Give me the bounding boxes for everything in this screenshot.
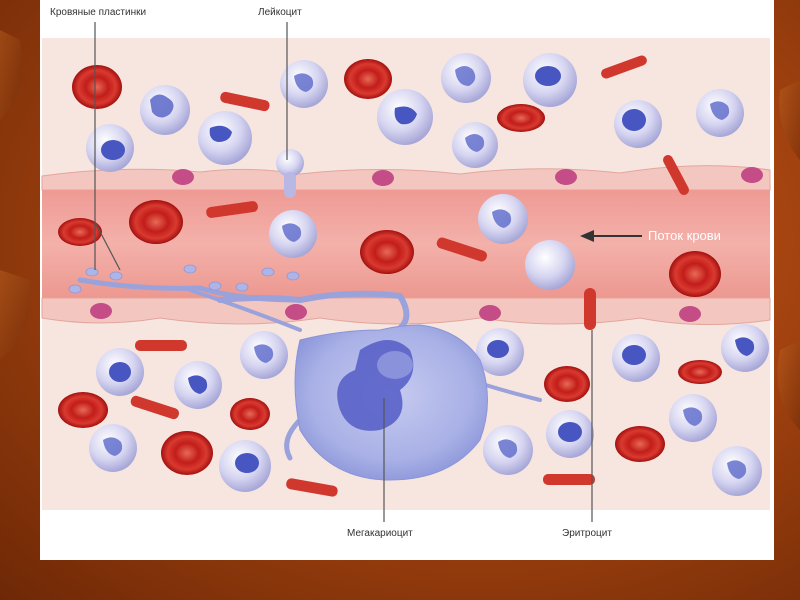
leukocyte	[612, 334, 660, 382]
erythrocyte	[230, 398, 270, 430]
leukocyte	[280, 60, 328, 108]
erythrocyte	[615, 426, 665, 462]
erythrocyte	[344, 59, 392, 99]
leukocyte	[198, 111, 252, 165]
leukocyte	[525, 240, 575, 290]
erythrocyte-side-views	[130, 55, 689, 497]
leukocyte	[614, 100, 662, 148]
leukocyte	[140, 85, 190, 135]
leukocyte-label: Лейкоцит	[258, 7, 302, 18]
blood-flow-label: Поток крови	[648, 228, 721, 243]
leukocyte	[174, 361, 222, 409]
erythrocyte	[497, 104, 545, 132]
erythrocyte	[669, 251, 721, 297]
erythrocytes	[58, 59, 722, 475]
leukocyte	[712, 446, 762, 496]
leukocyte	[377, 89, 433, 145]
leukocyte	[478, 194, 528, 244]
leukocyte-migrating	[276, 149, 304, 198]
leukocyte	[669, 394, 717, 442]
leukocyte	[483, 425, 533, 475]
leukocyte	[476, 328, 524, 376]
megakaryocyte	[77, 277, 542, 481]
leukocyte	[86, 124, 134, 172]
erythrocyte	[129, 200, 183, 244]
platelets-label: Кровяные пластинки	[50, 7, 147, 18]
erythrocyte	[678, 360, 722, 384]
leukocyte	[696, 89, 744, 137]
leukocyte	[219, 440, 271, 492]
erythrocyte	[58, 392, 108, 428]
leader-lines	[94, 22, 593, 522]
leukocyte	[89, 424, 137, 472]
leukocyte	[721, 324, 769, 372]
erythrocyte	[544, 366, 590, 402]
megakaryocyte-label: Мегакариоцит	[347, 528, 413, 539]
leukocyte	[452, 122, 498, 168]
leukocyte	[96, 348, 144, 396]
erythrocyte	[360, 230, 414, 274]
leukocyte	[240, 331, 288, 379]
leukocytes	[86, 53, 769, 496]
leukocyte	[441, 53, 491, 103]
leukocyte	[523, 53, 577, 107]
erythrocyte	[72, 65, 122, 109]
leukocyte	[269, 210, 317, 258]
leukocyte	[546, 410, 594, 458]
erythrocyte	[161, 431, 213, 475]
flow-arrow	[580, 230, 642, 242]
erythrocyte	[58, 218, 102, 246]
erythrocyte-label: Эритроцит	[562, 528, 612, 539]
